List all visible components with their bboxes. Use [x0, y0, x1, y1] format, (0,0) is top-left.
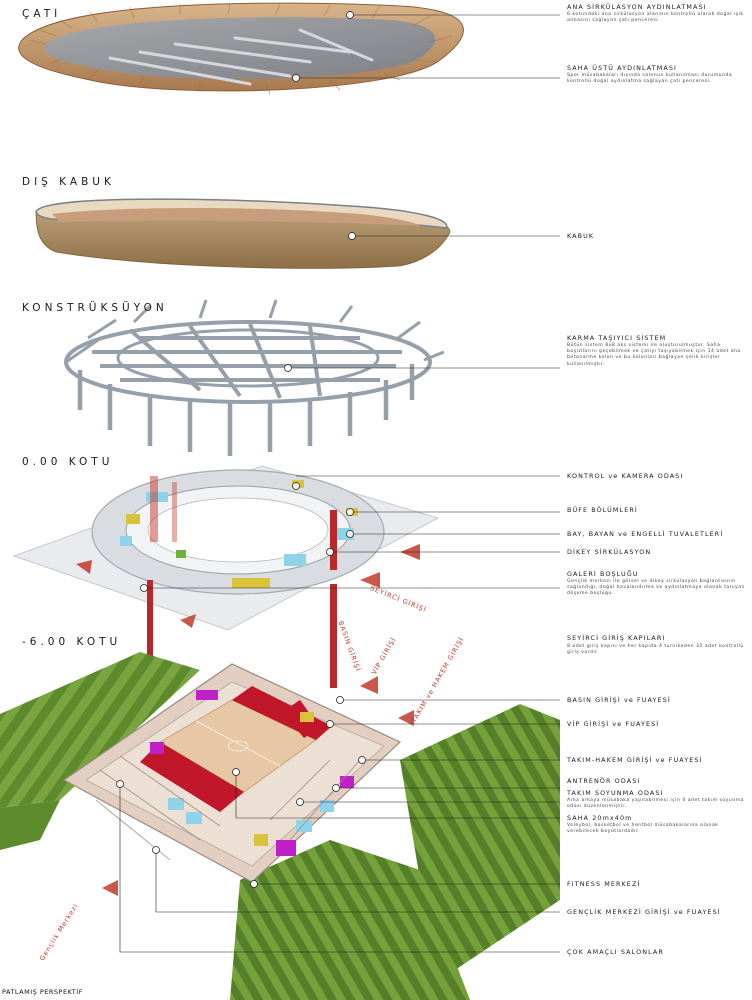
- annotation-title: TAKIM-HAKEM GİRİŞİ ve FUAYESİ: [567, 756, 703, 764]
- annotation-title: DİKEY SİRKÜLASYON: [567, 548, 652, 556]
- annotation-title: GALERİ BOŞLUĞU: [567, 570, 639, 578]
- court-lines: [195, 720, 281, 767]
- landscape-far-left: [0, 800, 60, 850]
- section-title-cati: ÇATI: [22, 8, 62, 20]
- structure-columns: [77, 364, 415, 456]
- annotation-title: FITNESS MERKEZİ: [567, 880, 641, 888]
- annotation-title: BAY, BAYAN ve ENGELLİ TUVALETLERİ: [567, 530, 724, 538]
- annotation-desc: 6 kotundaki ana sirkülasyon alanının kon…: [567, 12, 744, 24]
- annotation-desc: Bütün sistem 8x8 aks sistemi ile oluştur…: [567, 343, 741, 367]
- annotation-title: KABUK: [567, 232, 595, 240]
- annotation-title: KARMA TAŞIYICI SİSTEM: [567, 334, 667, 342]
- roof-rafters: [29, 3, 453, 95]
- arrow-seyirci-1: [360, 572, 380, 588]
- annotation-title: SEYİRCİ GİRİŞ KAPILARI: [567, 634, 666, 642]
- roof-layer: [18, 2, 464, 95]
- structure-beams: [92, 323, 402, 399]
- annotation-desc: Spor müsabakaları dışında salonun kullan…: [567, 73, 733, 85]
- section-title-dis-kabuk: DIŞ KABUK: [22, 176, 115, 188]
- annotation-title: GENÇLİK MERKEZİ GİRİŞİ ve FUAYESİ: [567, 908, 721, 916]
- section-title-kot-600: -6.00 KOTU: [22, 636, 122, 648]
- annotation-title: SAHA 20mx40m: [567, 814, 633, 822]
- structure-layer: [64, 299, 445, 456]
- level-000-gallery-void: [147, 497, 329, 563]
- arrow-genclik: [102, 880, 118, 896]
- annotation-title: SAHA ÜSTÜ AYDINLATMASI: [567, 64, 677, 72]
- annotation-desc: Gençlik merkezi ile görsel ve dikey sirk…: [567, 579, 745, 597]
- annotation-title: ÇOK AMAÇLI SALONLAR: [567, 948, 664, 956]
- annotation-title: KONTROL ve KAMERA ODASI: [567, 472, 684, 480]
- shell-inner-floor: [52, 208, 420, 226]
- annotation-title: ANA SİRKÜLASYON AYDINLATMASI: [567, 3, 707, 11]
- annotation-title: BÜFE BÖLÜMLERİ: [567, 506, 638, 514]
- leader-lines: [119, 14, 560, 953]
- annotation-desc: Voleybol, basketbol ve hentbol müsabakal…: [567, 823, 719, 835]
- arrow-basin: [360, 676, 378, 694]
- level-000-columns: [150, 476, 177, 542]
- level-000-layer: [12, 465, 440, 631]
- annotation-desc: 8 adet giriş kapısı ve her kapıda 4 turn…: [567, 644, 744, 656]
- annotation-title: TAKIM SOYUNMA ODASI: [567, 789, 664, 797]
- structure-ring-inner: [116, 328, 380, 388]
- arrow-seyirci-3: [76, 560, 92, 574]
- landscape-right: [400, 704, 560, 980]
- landscape-bottom: [230, 840, 470, 1000]
- landscape-left: [0, 652, 200, 808]
- annotation-desc: Arka arkaya müsabaka yapılabilmesi için …: [567, 798, 745, 810]
- arrow-seyirci-2: [180, 614, 196, 628]
- diagram-footer-label: PATLAMIŞ PERSPEKTİF: [2, 988, 83, 996]
- section-title-kot-000: 0.00 KOTU: [22, 456, 114, 468]
- level-600-partitions: [95, 755, 361, 861]
- level-600-layer: [0, 652, 560, 1000]
- leader-dots: [116, 11, 366, 888]
- shell-layer: [35, 198, 451, 269]
- annotation-title: ANTRENÖR ODASI: [567, 777, 641, 785]
- structure-cantilevers: [65, 299, 445, 364]
- level-600-rooms: [150, 690, 354, 856]
- annotation-title: BASIN GİRİŞİ ve FUAYESİ: [567, 696, 671, 704]
- annotation-title: VİP GİRİŞİ ve FUAYESİ: [567, 720, 660, 728]
- arrow-vip: [398, 710, 414, 726]
- vertical-circulation-cores: [147, 510, 337, 690]
- section-title-konstruksuyon: KONSTRÜKSÜYON: [22, 302, 168, 314]
- roof-skylights: [108, 28, 374, 86]
